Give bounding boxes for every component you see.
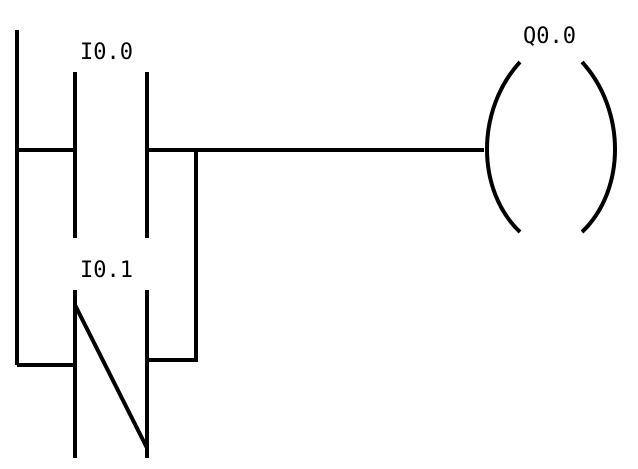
contact-no-i0-0: I0.0 [73, 40, 149, 238]
coil-left-arc [485, 60, 522, 234]
contact-nc-diagonal [73, 304, 149, 449]
contact-nc-i0-1: I0.1 [73, 258, 149, 458]
branch-wire-right [147, 150, 198, 362]
coil-q0-0: Q0.0 [485, 24, 617, 234]
contact-no-label: I0.0 [80, 40, 133, 65]
contact-nc-label: I0.1 [80, 258, 133, 283]
coil-label: Q0.0 [523, 24, 576, 49]
coil-right-arc [580, 60, 617, 234]
